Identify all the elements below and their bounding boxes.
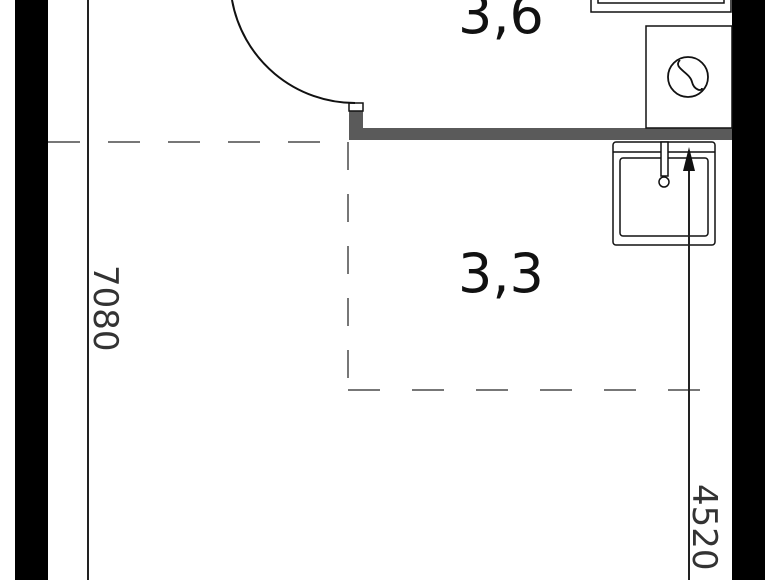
right-wall — [732, 0, 765, 580]
dimension-label-left: 7080 — [85, 265, 125, 352]
left-wall — [15, 0, 48, 580]
room-area-label: 3,6 — [458, 0, 544, 46]
room-area-label: 3,3 — [458, 242, 544, 305]
partition-wall-post — [349, 110, 363, 140]
bathtub-fixture — [590, 0, 732, 13]
washing-machine-icon — [645, 25, 733, 129]
dimension-arrow-head — [683, 147, 695, 171]
door-hinge — [348, 102, 364, 112]
sink-icon — [612, 141, 716, 246]
partition-wall — [350, 128, 732, 140]
door-swing-icon — [231, 0, 356, 104]
dimension-label-right: 4520 — [684, 484, 724, 571]
